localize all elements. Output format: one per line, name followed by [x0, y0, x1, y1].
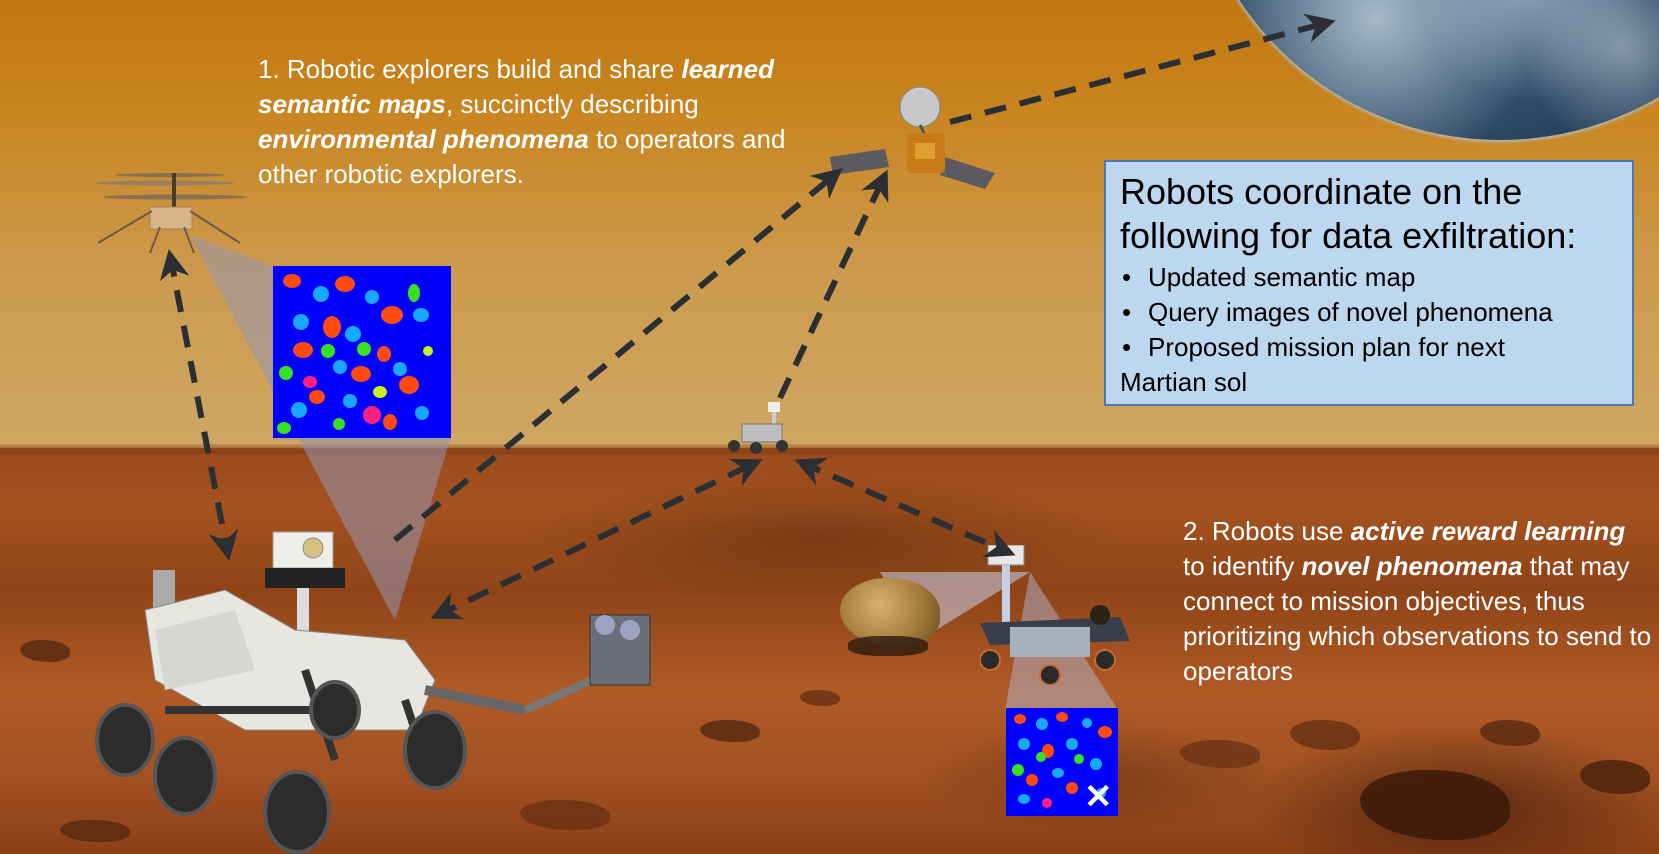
caption-2-suffix: that may connect to mission objectives, …	[1183, 551, 1652, 686]
caption-1-emphasis-learned-semantic-maps: learned semantic maps	[258, 54, 774, 119]
arrow-helicopter-perseverance	[159, 249, 239, 561]
info-item-query-images: Query images of novel phenomena	[1120, 295, 1618, 330]
info-box-title: Robots coordinate on the following for d…	[1120, 171, 1577, 256]
opportunity-rover	[980, 545, 1130, 685]
rejected-x-icon: ✕	[1084, 778, 1113, 816]
arrow-curiosity-to-orbiter	[777, 169, 889, 400]
rock-sample	[840, 578, 940, 646]
arrow-perseverance-curiosity	[430, 458, 763, 620]
caption-2-emphasis-novel-phenomena: novel phenomena	[1301, 551, 1523, 581]
horizon	[0, 444, 1659, 454]
info-item-mission-plan: Proposed mission plan for next	[1120, 330, 1618, 365]
caption-semantic-maps: 1. Robotic explorers build and share lea…	[258, 52, 818, 192]
caption-1-prefix: 1. Robotic explorers build and share	[258, 54, 682, 84]
caption-2-emphasis-active-reward-learning: active reward learning	[1350, 516, 1626, 546]
semantic-map-small: ✕	[1006, 708, 1118, 816]
curiosity-rover	[728, 402, 788, 454]
info-item-mission-plan-continued: Martian sol	[1120, 367, 1248, 397]
data-exfiltration-box: Robots coordinate on the following for d…	[1104, 160, 1634, 406]
arrow-orbiter-to-earth	[949, 13, 1336, 125]
info-item-semantic-map: Updated semantic map	[1120, 260, 1618, 295]
caption-2-prefix: 2. Robots use	[1183, 516, 1351, 546]
caption-1-suffix: to operators and other robotic explorers…	[258, 124, 786, 189]
arrow-perseverance-to-orbiter	[393, 168, 843, 543]
mars-reconnaissance-orbiter	[830, 86, 995, 189]
arrow-curiosity-opportunity	[794, 457, 1016, 558]
caption-1-emphasis-environmental-phenomena: environmental phenomena	[258, 124, 589, 154]
perseverance-rover	[95, 531, 651, 854]
rock-sample-shadow	[848, 636, 928, 656]
caption-1-mid: , succinctly describing	[445, 89, 699, 119]
semantic-map-large	[273, 266, 451, 438]
caption-active-reward-learning: 2. Robots use active reward learning to …	[1183, 514, 1653, 689]
caption-2-mid: to identify	[1183, 551, 1302, 581]
ingenuity-helicopter	[95, 173, 247, 254]
info-box-list: Updated semantic map Query images of nov…	[1120, 260, 1618, 365]
